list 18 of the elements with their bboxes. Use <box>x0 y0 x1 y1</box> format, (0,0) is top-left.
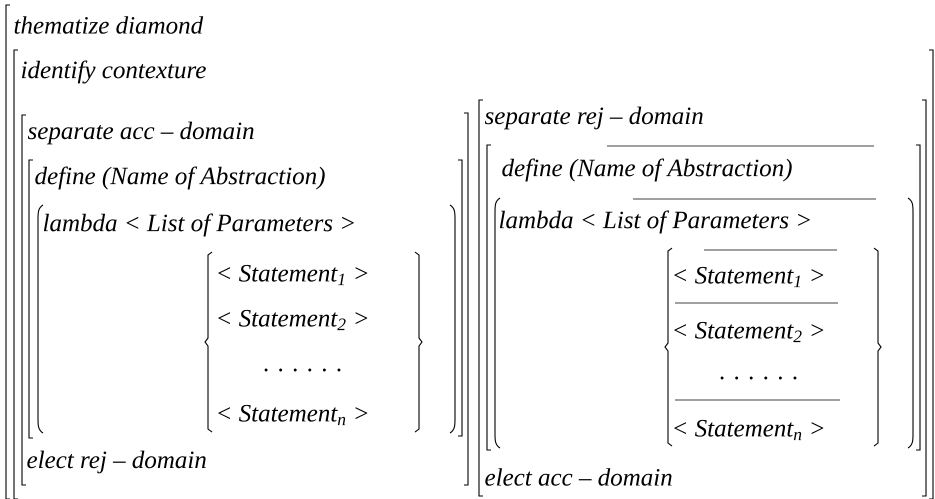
formula-text: < Statement$_{n}$ > <box>218 404 368 426</box>
formula-text: . . . . . . <box>720 376 796 380</box>
formula-text: < Statement$_{1}$ > <box>674 266 824 288</box>
formula-text: lambda < List of Parameters > <box>44 214 354 236</box>
formula-text: define (Name of Abstraction) <box>35 166 325 190</box>
formula-text: < Statement$_{n}$ > <box>674 420 824 440</box>
formula-text: define (Name of Abstraction) <box>502 158 792 182</box>
formula-text: separate acc – domain <box>28 122 254 144</box>
formula-text: elect acc – domain <box>485 468 672 486</box>
formula-text: < Statement$_{1}$ > <box>218 264 368 286</box>
formula-text: thematize diamond <box>14 16 204 34</box>
formula-text: identify contexture <box>22 60 206 84</box>
formula-text: < Statement$_{2}$ > <box>674 322 824 342</box>
formula-text: elect rej – domain <box>27 450 206 474</box>
formula-text: separate rej – domain <box>484 106 703 130</box>
formula-text: < Statement$_{2}$ > <box>218 310 368 330</box>
formula-text: lambda < List of Parameters > <box>500 210 810 234</box>
formula-text: . . . . . . <box>264 368 340 372</box>
